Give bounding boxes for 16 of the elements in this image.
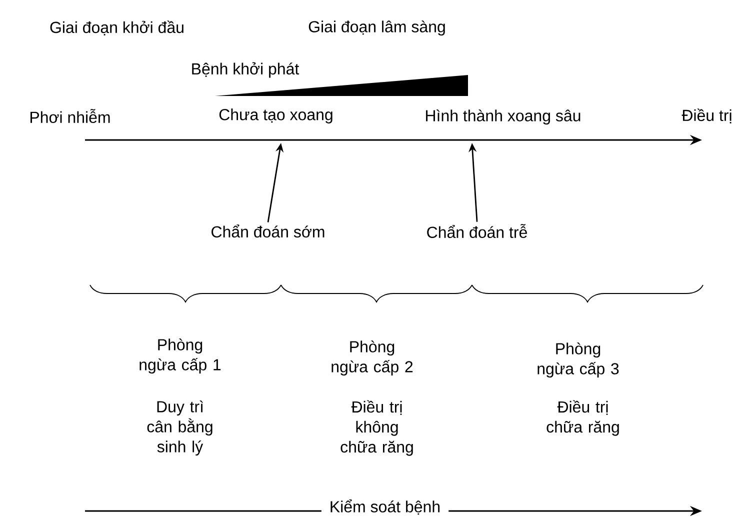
stage-heading: Giai đoạn khởi đầu <box>50 20 184 36</box>
diagnosis-label: Chẩn đoán sớm <box>212 224 324 238</box>
diagnosis-label: Chẩn đoán trễ <box>427 224 527 238</box>
treatment-label: Điều trị không chữa răng <box>340 400 413 456</box>
prevention-level-label: Phòng ngừa cấp 2 <box>332 340 413 376</box>
onset-label: Bệnh khởi phát <box>192 62 300 78</box>
stage-heading: Giai đoạn lâm sàng <box>308 20 445 36</box>
timeline-label: Điều trị <box>682 108 732 124</box>
timeline-label: Phơi nhiễm <box>30 109 110 124</box>
treatment-label: Điều trị chữa răng <box>546 400 619 436</box>
prevention-level-label: Phòng ngừa cấp 3 <box>538 342 619 378</box>
timeline-label: Chưa tạo xoang <box>219 108 332 124</box>
prevention-level-label: Phòng ngừa cấp 1 <box>140 338 221 374</box>
timeline-label: Hình thành xoang sâu <box>426 109 580 125</box>
treatment-label: Duy trì cân bằng sinh lý <box>147 400 212 456</box>
disease-control-label: Kiểm soát bệnh <box>321 498 449 516</box>
